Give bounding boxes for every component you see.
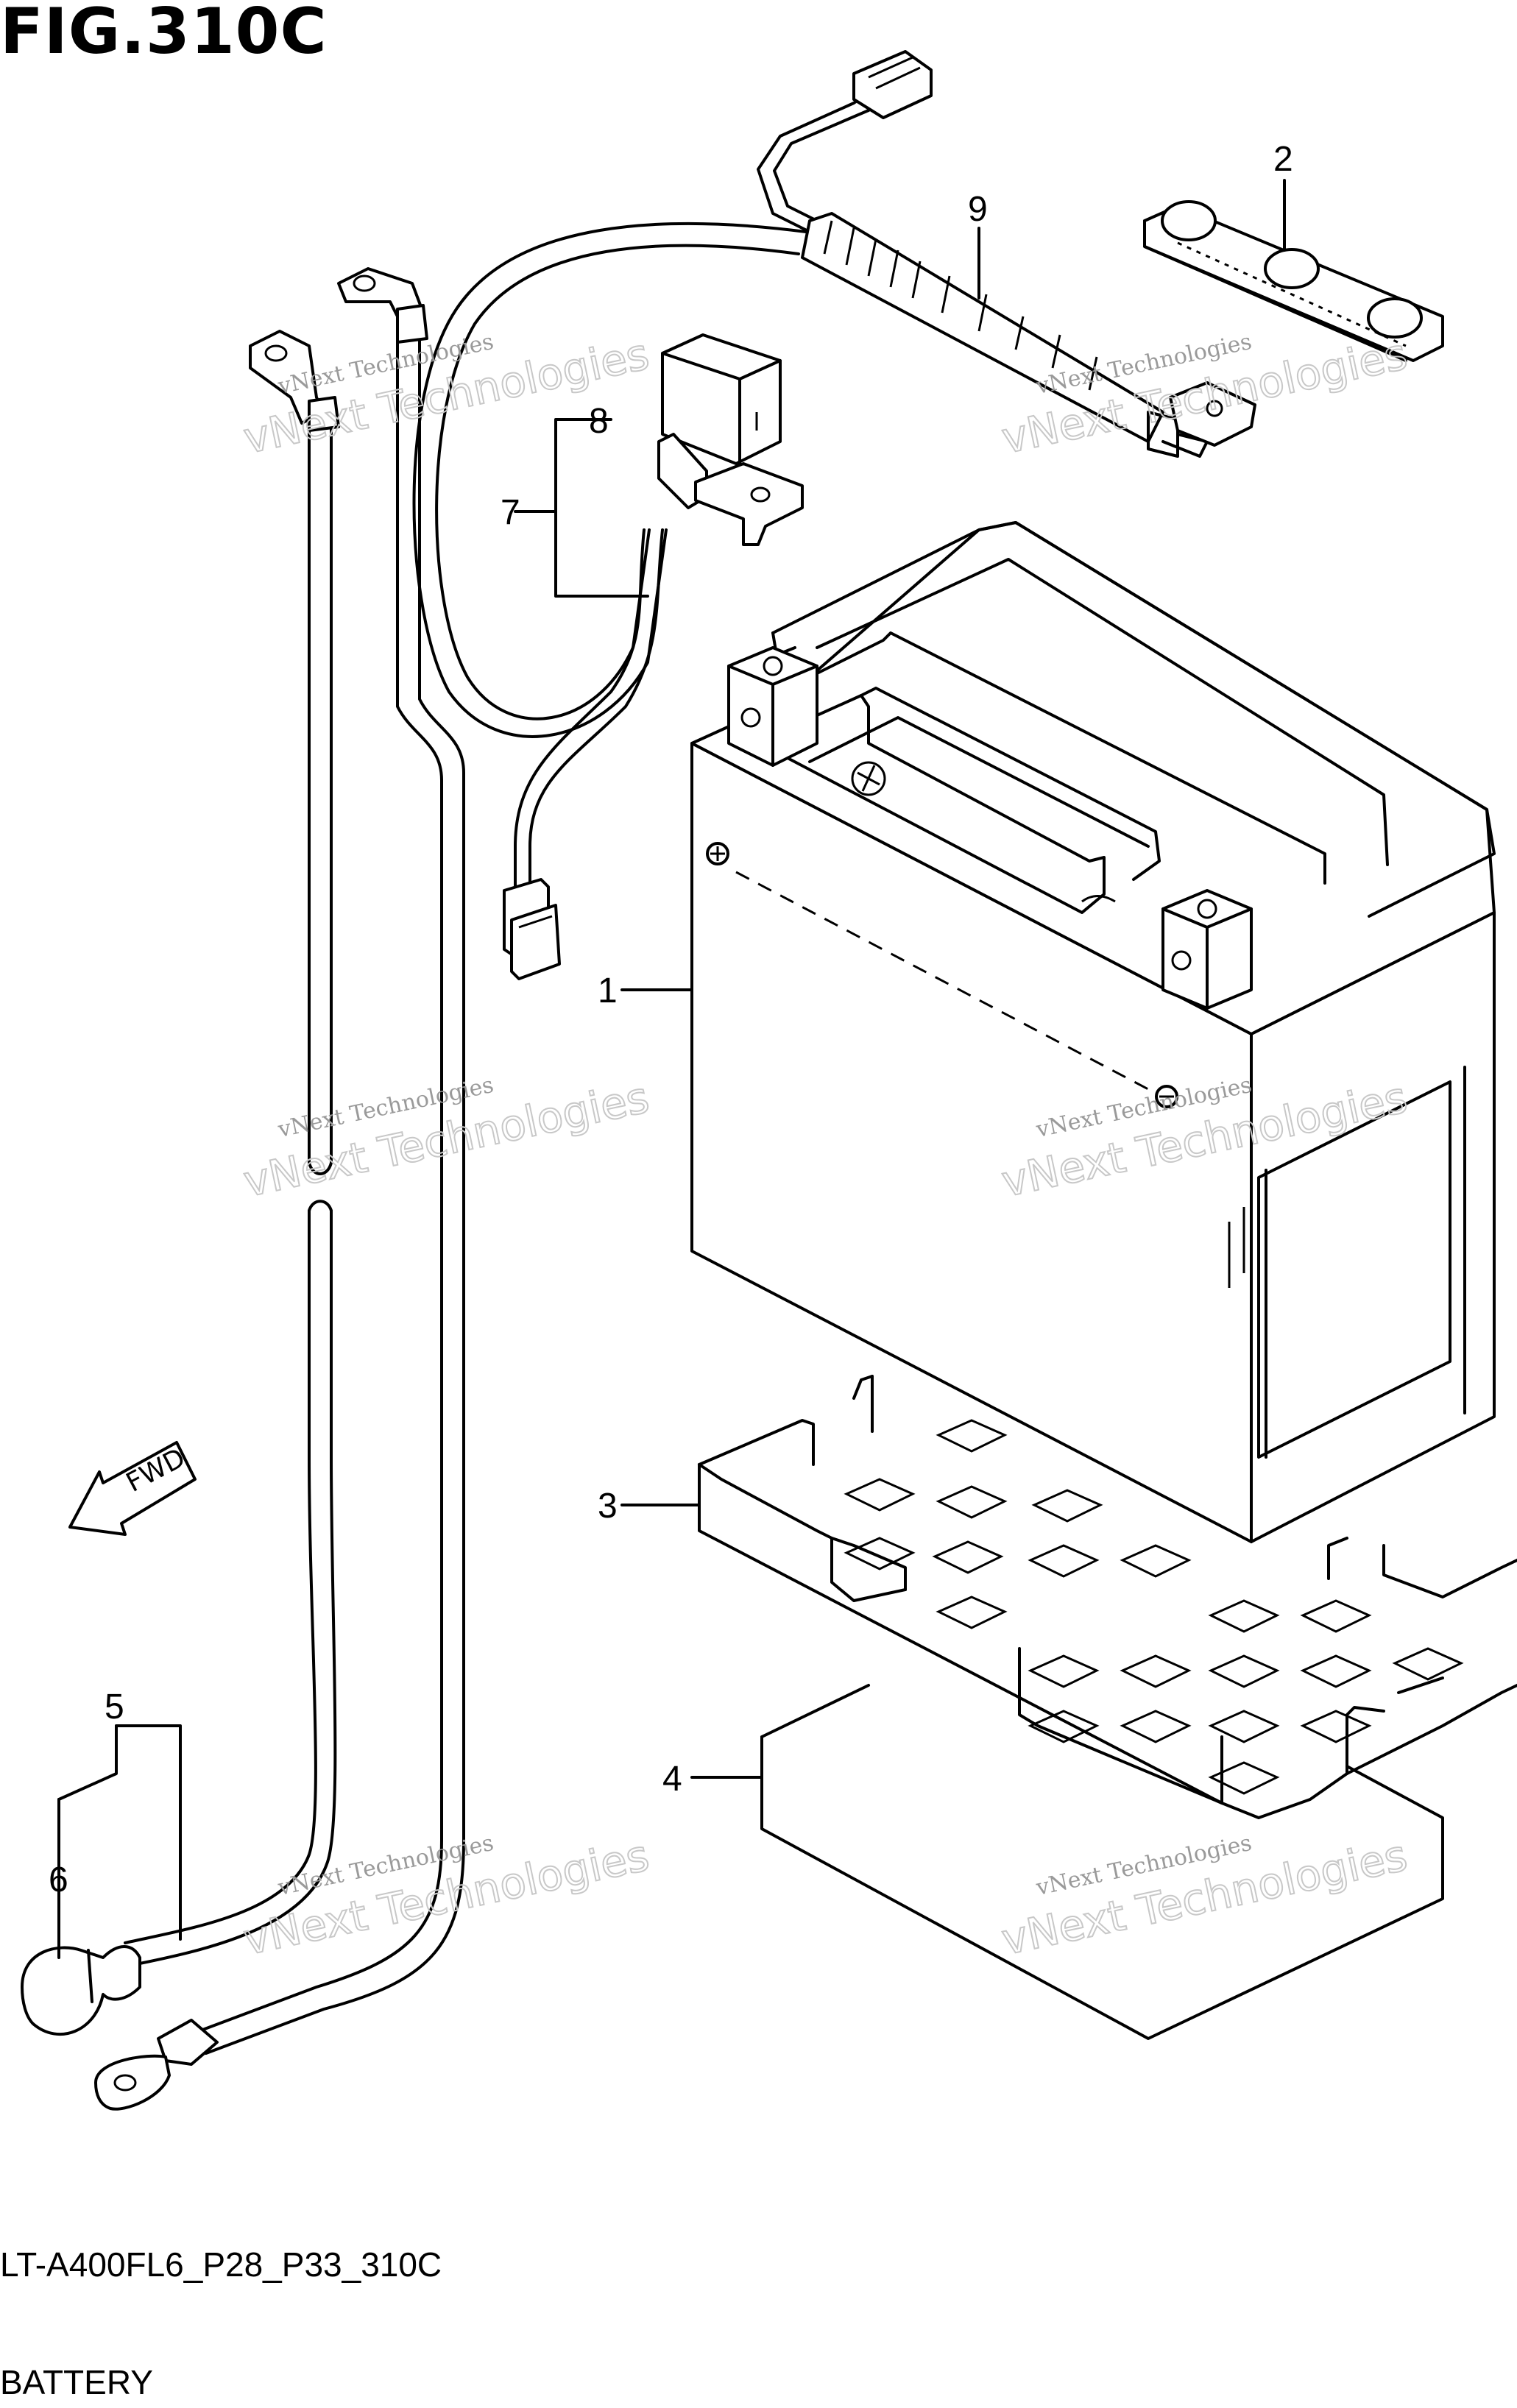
figure-caption: BATTERY: [0, 2363, 153, 2401]
part-relay: [657, 333, 804, 546]
figure-code: LT-A400FL6_P28_P33_310C: [0, 2245, 442, 2284]
callout-8: 8: [589, 402, 609, 441]
callout-4: 4: [662, 1760, 682, 1799]
part-battery: [690, 521, 1496, 1543]
callout-2: 2: [1273, 140, 1293, 179]
callout-leaders: [57, 179, 1286, 1959]
callout-7: 7: [501, 493, 520, 532]
part-battery-holder: [1143, 200, 1444, 362]
callout-9: 9: [968, 190, 988, 229]
watermark-bottom-right: vNext Technologies vNext Technologies: [997, 1830, 1412, 1966]
callout-3: 3: [598, 1487, 618, 1526]
callout-5: 5: [105, 1688, 124, 1727]
callout-1: 1: [598, 971, 618, 1010]
part-harness-cable: [412, 222, 807, 980]
figure-title: FIG.310C: [0, 0, 328, 68]
callout-6: 6: [49, 1860, 68, 1899]
part-positive-lead: [94, 267, 465, 2111]
tray-slots: [844, 1419, 1464, 1795]
part-battery-pad: [760, 1684, 1444, 2040]
part-cable-sleeve: [757, 50, 1256, 458]
part-ground-lead: [21, 330, 340, 2036]
part-battery-tray: [698, 1375, 1517, 1819]
fwd-direction-arrow: FWD: [68, 1441, 197, 1536]
